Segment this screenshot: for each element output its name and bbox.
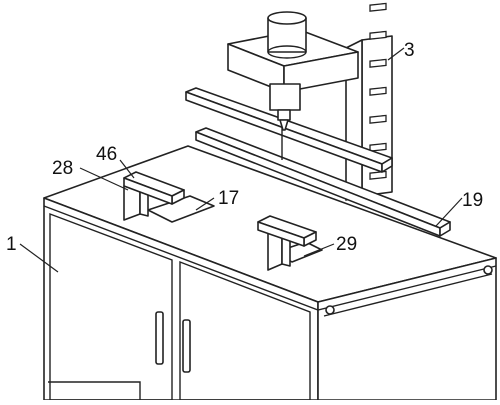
side-bolt xyxy=(325,305,335,315)
spindle-shaft xyxy=(269,83,301,111)
spindle-head xyxy=(227,11,359,131)
leader-1 xyxy=(19,243,59,273)
label-46: 46 xyxy=(96,144,117,165)
right-door-handle xyxy=(182,319,191,373)
label-1: 1 xyxy=(6,234,17,255)
leader-19 xyxy=(435,197,463,227)
leader-28 xyxy=(79,167,129,191)
part-labels: 3 1 28 46 17 29 19 xyxy=(6,40,483,255)
label-19: 19 xyxy=(462,190,483,211)
column-slots xyxy=(369,2,387,180)
left-door-handle xyxy=(155,311,164,365)
clamp-fixture-left xyxy=(123,171,215,223)
side-bolt xyxy=(483,265,493,275)
cabinet xyxy=(43,145,497,401)
leader-3 xyxy=(387,47,405,61)
top-rail xyxy=(195,127,451,237)
label-3: 3 xyxy=(404,40,415,61)
label-17: 17 xyxy=(218,188,239,209)
clamp-fixture-right xyxy=(257,215,323,271)
label-29: 29 xyxy=(336,234,357,255)
leader-lines xyxy=(19,47,463,273)
guide-beam xyxy=(185,87,393,173)
leader-46 xyxy=(119,159,135,179)
leader-29 xyxy=(303,243,335,257)
leader-17 xyxy=(195,197,215,211)
label-28: 28 xyxy=(52,158,73,179)
